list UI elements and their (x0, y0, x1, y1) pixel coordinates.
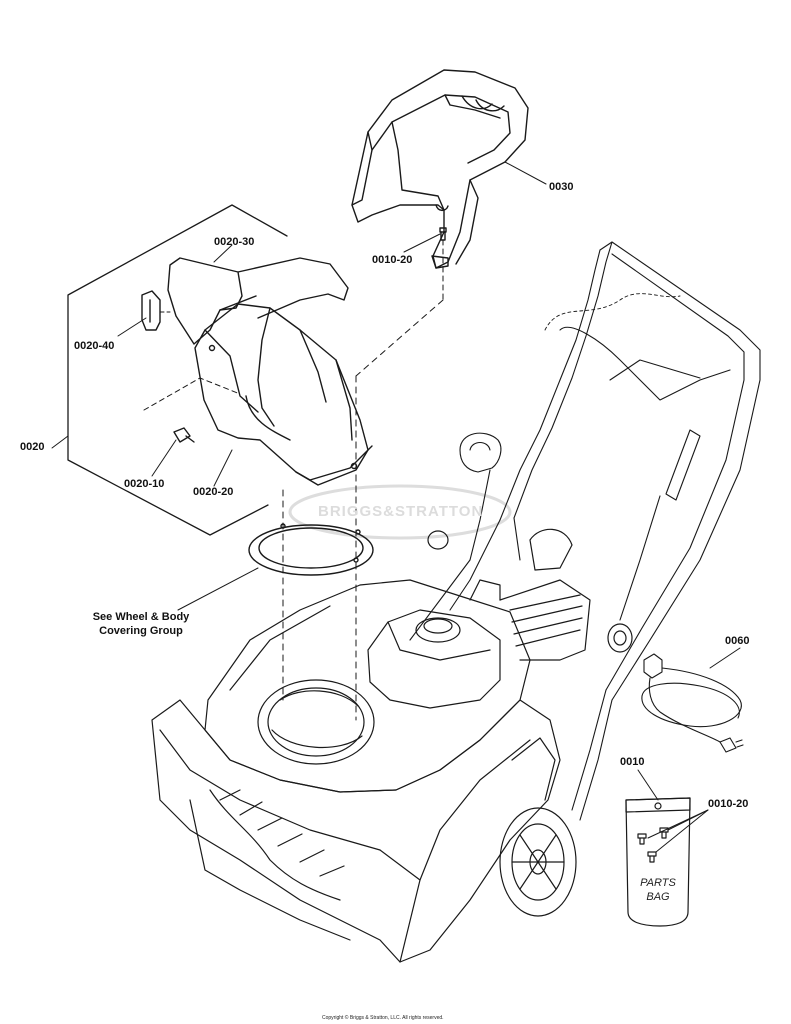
wing-knob-part (141, 290, 171, 331)
ring-gasket-part (248, 523, 374, 576)
copyright-text: Copyright © Briggs & Stratton, LLC. All … (322, 1015, 444, 1021)
alignment-lines (282, 299, 444, 721)
watermark-logo-oval (288, 484, 512, 540)
watermark-text: BRIGGS&STRATTON (318, 503, 484, 520)
note-line-1: See Wheel & Body (92, 611, 190, 623)
extension-cord-part (641, 653, 744, 753)
callout-0010: 0010 (620, 756, 645, 768)
callout-0010-20-bag: 0010-20 (708, 798, 749, 810)
handle-frame (409, 241, 761, 821)
chute-handle-part (351, 69, 529, 269)
discharge-chute-part (194, 303, 373, 486)
note-line-2: Covering Group (99, 625, 183, 637)
assembly-0020-bracket (67, 204, 288, 536)
screw-0010-20-top (439, 227, 447, 301)
parts-bag-line-1: PARTS (640, 877, 676, 889)
callout-0020-20: 0020-20 (193, 486, 234, 498)
callout-0020: 0020 (20, 441, 45, 453)
parts-bag-label: PARTS BAG (628, 876, 688, 904)
callout-0010-20-top: 0010-20 (372, 254, 413, 266)
callout-0060: 0060 (725, 635, 750, 647)
callout-0020-40: 0020-40 (74, 340, 115, 352)
chute-deflector-part (167, 257, 349, 345)
callout-0030: 0030 (549, 181, 574, 193)
parts-bag-illustration (625, 797, 691, 927)
callout-0020-30: 0020-30 (214, 236, 255, 248)
leader-lines (51, 161, 741, 853)
snow-thrower-body (151, 528, 633, 963)
callout-0020-10: 0020-10 (124, 478, 165, 490)
parts-bag-line-2: BAG (646, 891, 670, 903)
see-wheel-body-note: See Wheel & Body Covering Group (82, 610, 200, 638)
bolt-part (143, 377, 241, 443)
